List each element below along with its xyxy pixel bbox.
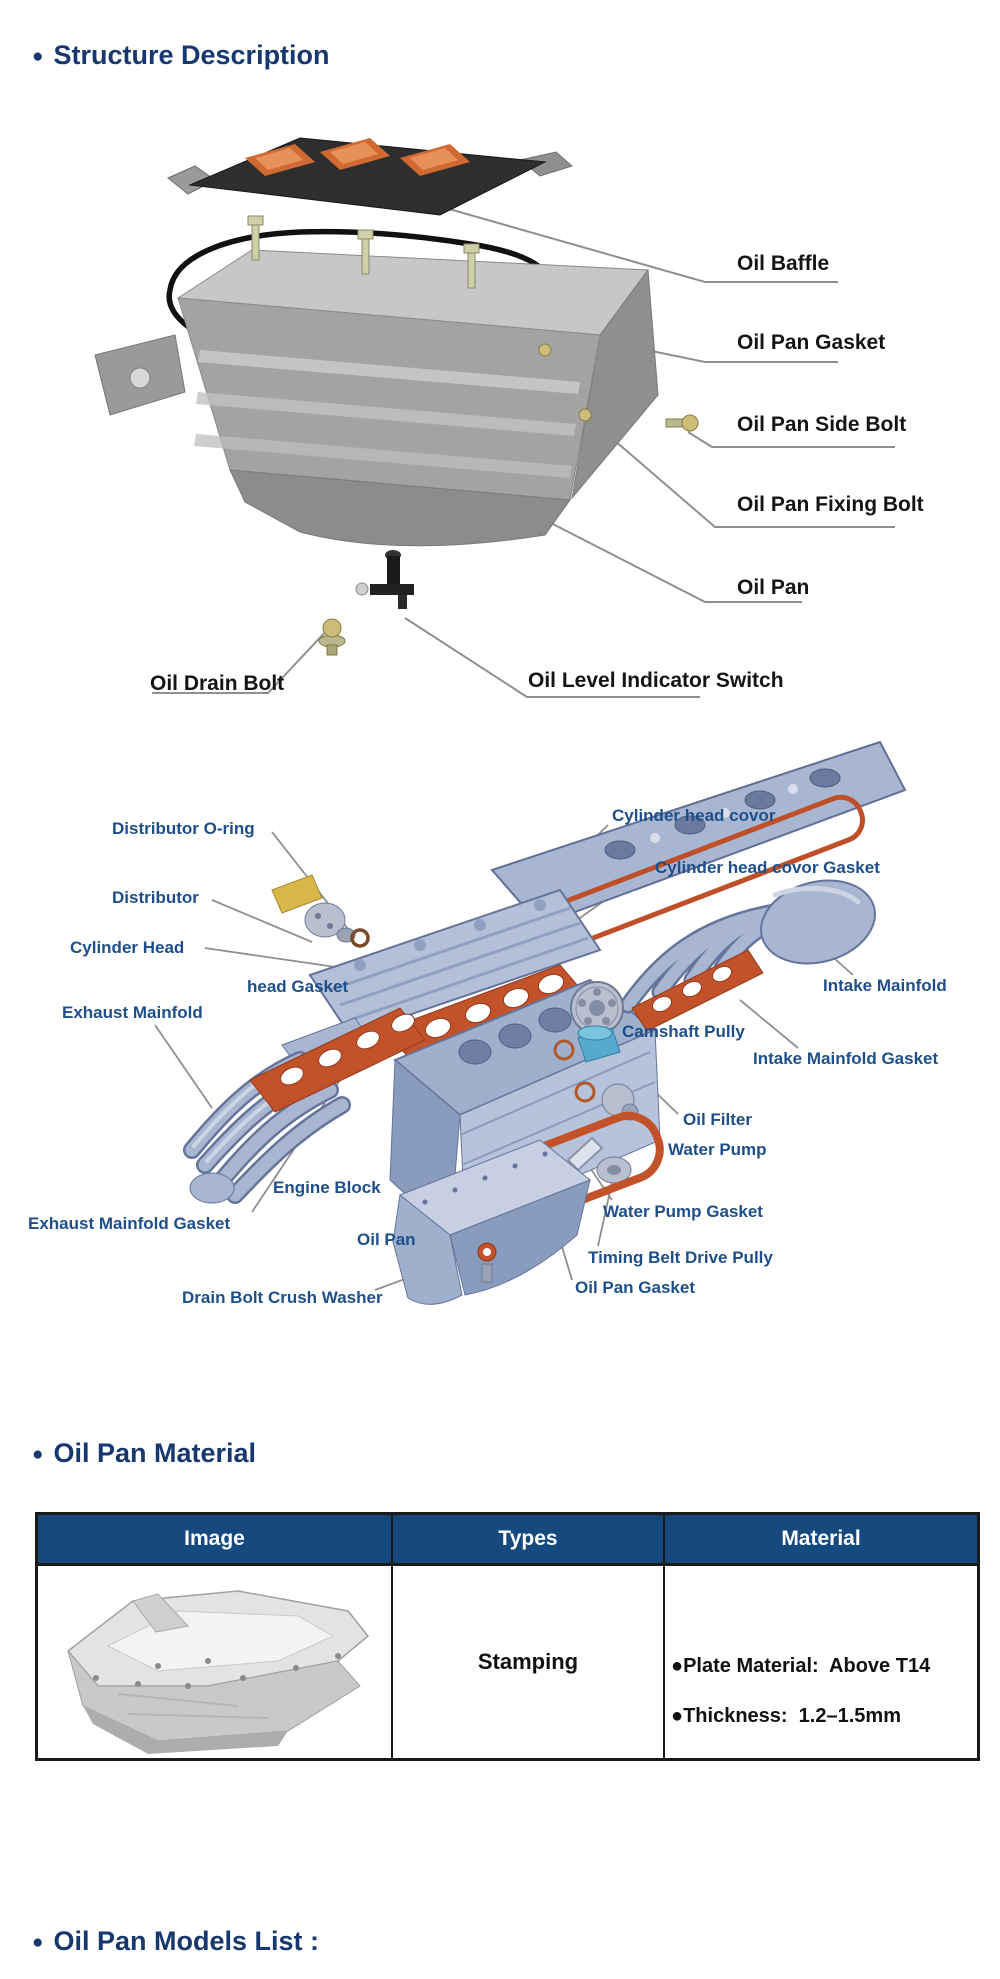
- label-cylinder-head: Cylinder Head: [70, 938, 185, 957]
- label-camshaft-pully: Camshaft Pully: [622, 1022, 745, 1041]
- label-oil-pan: Oil Pan: [737, 576, 810, 599]
- head-gasket-part: [384, 964, 591, 1066]
- label-oil-pan-2: Oil Pan: [357, 1230, 416, 1249]
- stamped-oil-pan-photo: [66, 1590, 370, 1754]
- label-water-pump-gasket: Water Pump Gasket: [603, 1202, 763, 1221]
- label-distributor-o-ring: Distributor O-ring: [112, 819, 255, 838]
- intake-manifold-gasket-part: [631, 949, 764, 1032]
- oil-pan-exploded-diagram: [94, 137, 895, 698]
- cylinder-head-part: [308, 888, 602, 1037]
- label-oil-pan-fixing-bolt: Oil Pan Fixing Bolt: [737, 493, 924, 516]
- table-header-types: Types: [391, 1515, 663, 1563]
- label-distributor: Distributor: [112, 888, 199, 907]
- label-oil-pan-gasket: Oil Pan Gasket: [737, 331, 886, 354]
- distributor-o-ring-part: [350, 928, 370, 948]
- oil-pan-material-table: Image Types Material Stamping: [35, 1512, 980, 1761]
- table-header-image: Image: [38, 1515, 391, 1563]
- label-cylinder-head-covor: Cylinder head covor: [612, 806, 776, 825]
- table-header-material: Material: [663, 1515, 977, 1563]
- material-line-plate: ●Plate Material: Above T14: [671, 1655, 931, 1677]
- label-oil-level-indicator-switch: Oil Level Indicator Switch: [528, 669, 784, 692]
- label-cylinder-head-covor-gasket: Cylinder head covor Gasket: [655, 858, 880, 877]
- oil-drain-bolt-part: [318, 618, 346, 656]
- drain-bolt-crush-washer-part: [477, 1242, 497, 1283]
- distributor-part: [271, 874, 356, 943]
- intake-manifold-part: [619, 879, 876, 1014]
- label-water-pump: Water Pump: [668, 1140, 767, 1159]
- table-cell-material: ●Plate Material: Above T14 ●Thickness: 1…: [663, 1563, 977, 1758]
- section-title-material: Oil Pan Material: [53, 1438, 257, 1468]
- section-title-models-list: Oil Pan Models List :: [53, 1926, 320, 1956]
- engine-exploded-diagram: [154, 740, 907, 1305]
- cylinder-head-cover-part: [490, 740, 907, 927]
- material-line-thickness: ●Thickness: 1.2–1.5mm: [671, 1705, 901, 1727]
- oil-level-indicator-switch-part: [355, 550, 414, 609]
- section-heading-models-list: ● Oil Pan Models List :: [32, 1926, 319, 1957]
- label-oil-filter: Oil Filter: [683, 1110, 752, 1129]
- oil-filter-part: [553, 1025, 621, 1063]
- bullet-icon: ●: [32, 46, 44, 67]
- water-pump-gasket-part: [566, 1136, 604, 1172]
- section-title-structure: Structure Description: [53, 40, 330, 70]
- bullet-icon: ●: [32, 1932, 44, 1953]
- label-drain-bolt-crush-washer: Drain Bolt Crush Washer: [182, 1288, 383, 1307]
- label-intake-mainfold-gasket: Intake Mainfold Gasket: [753, 1049, 939, 1068]
- label-oil-pan-side-bolt: Oil Pan Side Bolt: [737, 413, 907, 436]
- oil-pan-part: [94, 215, 659, 547]
- label-oil-drain-bolt: Oil Drain Bolt: [150, 672, 285, 695]
- label-head-gasket: head Gasket: [247, 977, 349, 996]
- label-timing-belt-drive-pully: Timing Belt Drive Pully: [588, 1248, 773, 1267]
- label-exhaust-mainfold-gasket: Exhaust Mainfold Gasket: [28, 1214, 231, 1233]
- label-oil-pan-gasket-2: Oil Pan Gasket: [575, 1278, 695, 1297]
- label-engine-block: Engine Block: [273, 1178, 381, 1197]
- timing-belt-drive-pulley-part: [596, 1156, 632, 1184]
- oil-pan-side-bolt-part: [665, 414, 699, 432]
- section-heading-structure: ● Structure Description: [32, 40, 330, 71]
- table-cell-image: [38, 1563, 391, 1758]
- label-intake-mainfold: Intake Mainfold: [823, 976, 947, 995]
- exhaust-manifold-gasket-part: [249, 1007, 426, 1113]
- label-exhaust-mainfold: Exhaust Mainfold: [62, 1003, 203, 1022]
- table-cell-types: Stamping: [391, 1563, 663, 1758]
- oil-baffle-part: [167, 137, 574, 216]
- section-heading-material: ● Oil Pan Material: [32, 1438, 256, 1469]
- label-oil-baffle: Oil Baffle: [737, 252, 830, 275]
- bullet-icon: ●: [32, 1444, 44, 1465]
- types-value: Stamping: [477, 1649, 579, 1674]
